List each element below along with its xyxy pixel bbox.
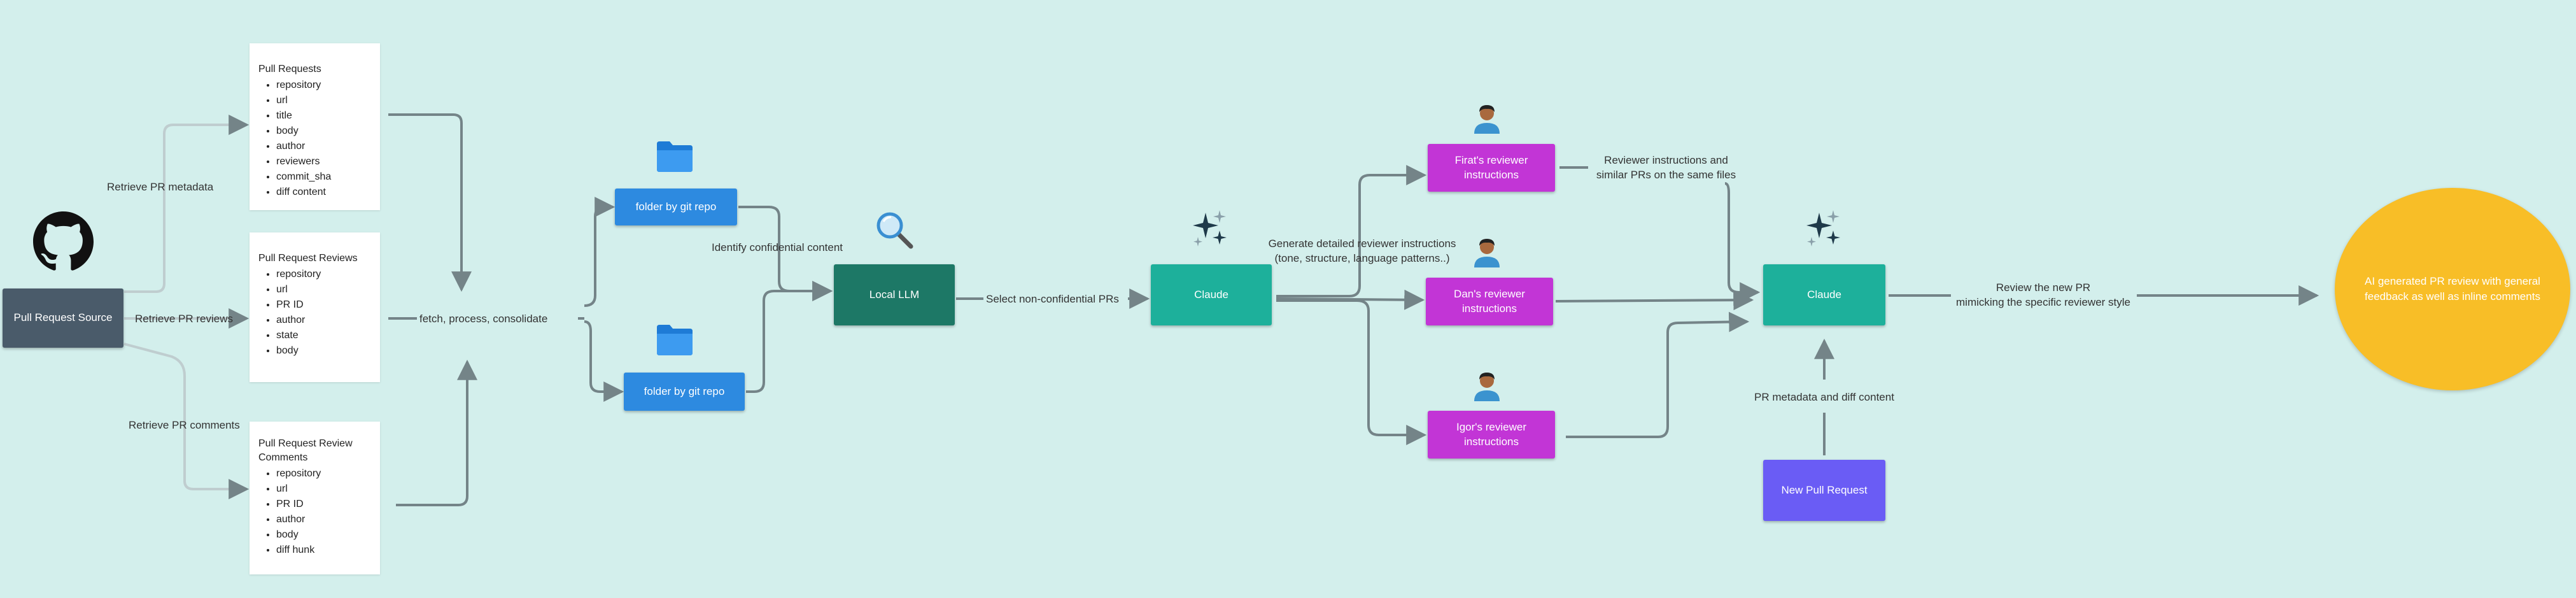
sparkle-icon xyxy=(1193,210,1227,246)
edge-to-folder-bottom xyxy=(584,320,624,402)
label-retrieve-pr-reviews: Retrieve PR reviews xyxy=(135,313,233,325)
list-item: PR ID xyxy=(276,297,372,313)
card-pr-reviews[interactable]: Pull Request Reviews repository url PR I… xyxy=(250,232,380,382)
list-item: title xyxy=(276,108,372,124)
label-line: similar PRs on the same files xyxy=(1596,169,1736,181)
label-select-non-confidential: Select non-confidential PRs xyxy=(986,293,1119,305)
edge-igor-to-claude-2 xyxy=(1566,311,1750,438)
field-list: repository url PR ID author state body xyxy=(258,267,372,359)
card-title: Pull Request Reviews xyxy=(258,253,358,264)
label-review-new-pr: Review the new PR mimicking the specific… xyxy=(1948,280,2139,310)
person-icon xyxy=(1474,239,1500,267)
list-item: body xyxy=(276,343,372,359)
sparkle-icon xyxy=(1806,210,1840,246)
list-item: url xyxy=(276,282,372,297)
edge-pr-comments-to-consolidate xyxy=(396,359,477,506)
list-item: commit_sha xyxy=(276,169,372,185)
list-item: url xyxy=(276,481,372,497)
node-pull-request-source[interactable]: Pull Request Source xyxy=(3,288,123,348)
list-item: PR ID xyxy=(276,497,372,512)
node-claude-2[interactable]: Claude xyxy=(1763,264,1885,325)
folder-icon xyxy=(657,325,693,355)
label-pr-metadata-diff: PR metadata and diff content xyxy=(1754,391,1894,403)
node-local-llm[interactable]: Local LLM xyxy=(834,264,955,325)
label-line: mimicking the specific reviewer style xyxy=(1956,296,2130,308)
list-item: diff content xyxy=(276,185,372,200)
node-firat-reviewer[interactable]: Firat's reviewer instructions xyxy=(1428,144,1555,192)
label-line: Generate detailed reviewer instructions xyxy=(1268,238,1456,250)
label-generate-reviewer-instructions: Generate detailed reviewer instructions … xyxy=(1260,236,1464,266)
magnifier-icon xyxy=(876,212,913,249)
edge-dan-to-claude-2 xyxy=(1555,290,1754,311)
list-item: author xyxy=(276,313,372,328)
edge-source-to-pull-requests xyxy=(124,115,250,293)
list-item: body xyxy=(276,527,372,543)
list-item: repository xyxy=(276,267,372,282)
list-item: state xyxy=(276,328,372,343)
card-title: Pull Request Review Comments xyxy=(258,438,353,463)
edge-folder-bottom-to-llm xyxy=(746,281,833,393)
list-item: author xyxy=(276,512,372,527)
list-item: repository xyxy=(276,466,372,481)
node-igor-reviewer[interactable]: Igor's reviewer instructions xyxy=(1428,411,1555,459)
node-folder-top[interactable]: folder by git repo xyxy=(615,189,737,225)
edge-claude-to-firat xyxy=(1276,165,1427,297)
edge-pull-requests-to-consolidate xyxy=(388,113,472,292)
node-dan-reviewer[interactable]: Dan's reviewer instructions xyxy=(1426,278,1553,325)
edge-claude-to-igor xyxy=(1276,299,1427,445)
label-line: Reviewer instructions and xyxy=(1604,154,1728,166)
label-identify-confidential: Identify confidential content xyxy=(712,241,843,253)
card-pr-review-comments[interactable]: Pull Request Review Comments repository … xyxy=(250,422,380,574)
field-list: repository url PR ID author body diff hu… xyxy=(258,466,372,558)
label-retrieve-pr-comments: Retrieve PR comments xyxy=(129,419,240,431)
card-pull-requests[interactable]: Pull Requests repository url title body … xyxy=(250,43,380,210)
github-icon xyxy=(33,211,94,271)
node-claude-1[interactable]: Claude xyxy=(1151,264,1272,325)
person-icon xyxy=(1474,105,1500,134)
list-item: repository xyxy=(276,78,372,93)
card-title: Pull Requests xyxy=(258,64,321,75)
field-list: repository url title body author reviewe… xyxy=(258,78,372,200)
label-fetch-process-consolidate: fetch, process, consolidate xyxy=(419,313,548,325)
node-folder-bottom[interactable]: folder by git repo xyxy=(624,373,745,411)
label-retrieve-pr-metadata: Retrieve PR metadata xyxy=(107,181,214,193)
label-line: Review the new PR xyxy=(1995,281,2091,294)
label-line: (tone, structure, language patterns..) xyxy=(1274,252,1450,264)
person-icon xyxy=(1474,373,1500,401)
list-item: body xyxy=(276,124,372,139)
edge-source-to-pr-comments xyxy=(123,343,250,499)
edge-firat-to-claude-2-b xyxy=(1724,182,1761,303)
edge-to-folder-top xyxy=(584,197,616,307)
node-new-pull-request[interactable]: New Pull Request xyxy=(1763,460,1885,521)
label-reviewer-instructions-similar: Reviewer instructions and similar PRs on… xyxy=(1588,153,1744,182)
list-item: author xyxy=(276,139,372,154)
list-item: diff hunk xyxy=(276,543,372,558)
node-ai-review-result[interactable]: AI generated PR review with general feed… xyxy=(2335,188,2570,390)
list-item: reviewers xyxy=(276,154,372,169)
folder-icon xyxy=(657,141,693,172)
list-item: url xyxy=(276,93,372,108)
